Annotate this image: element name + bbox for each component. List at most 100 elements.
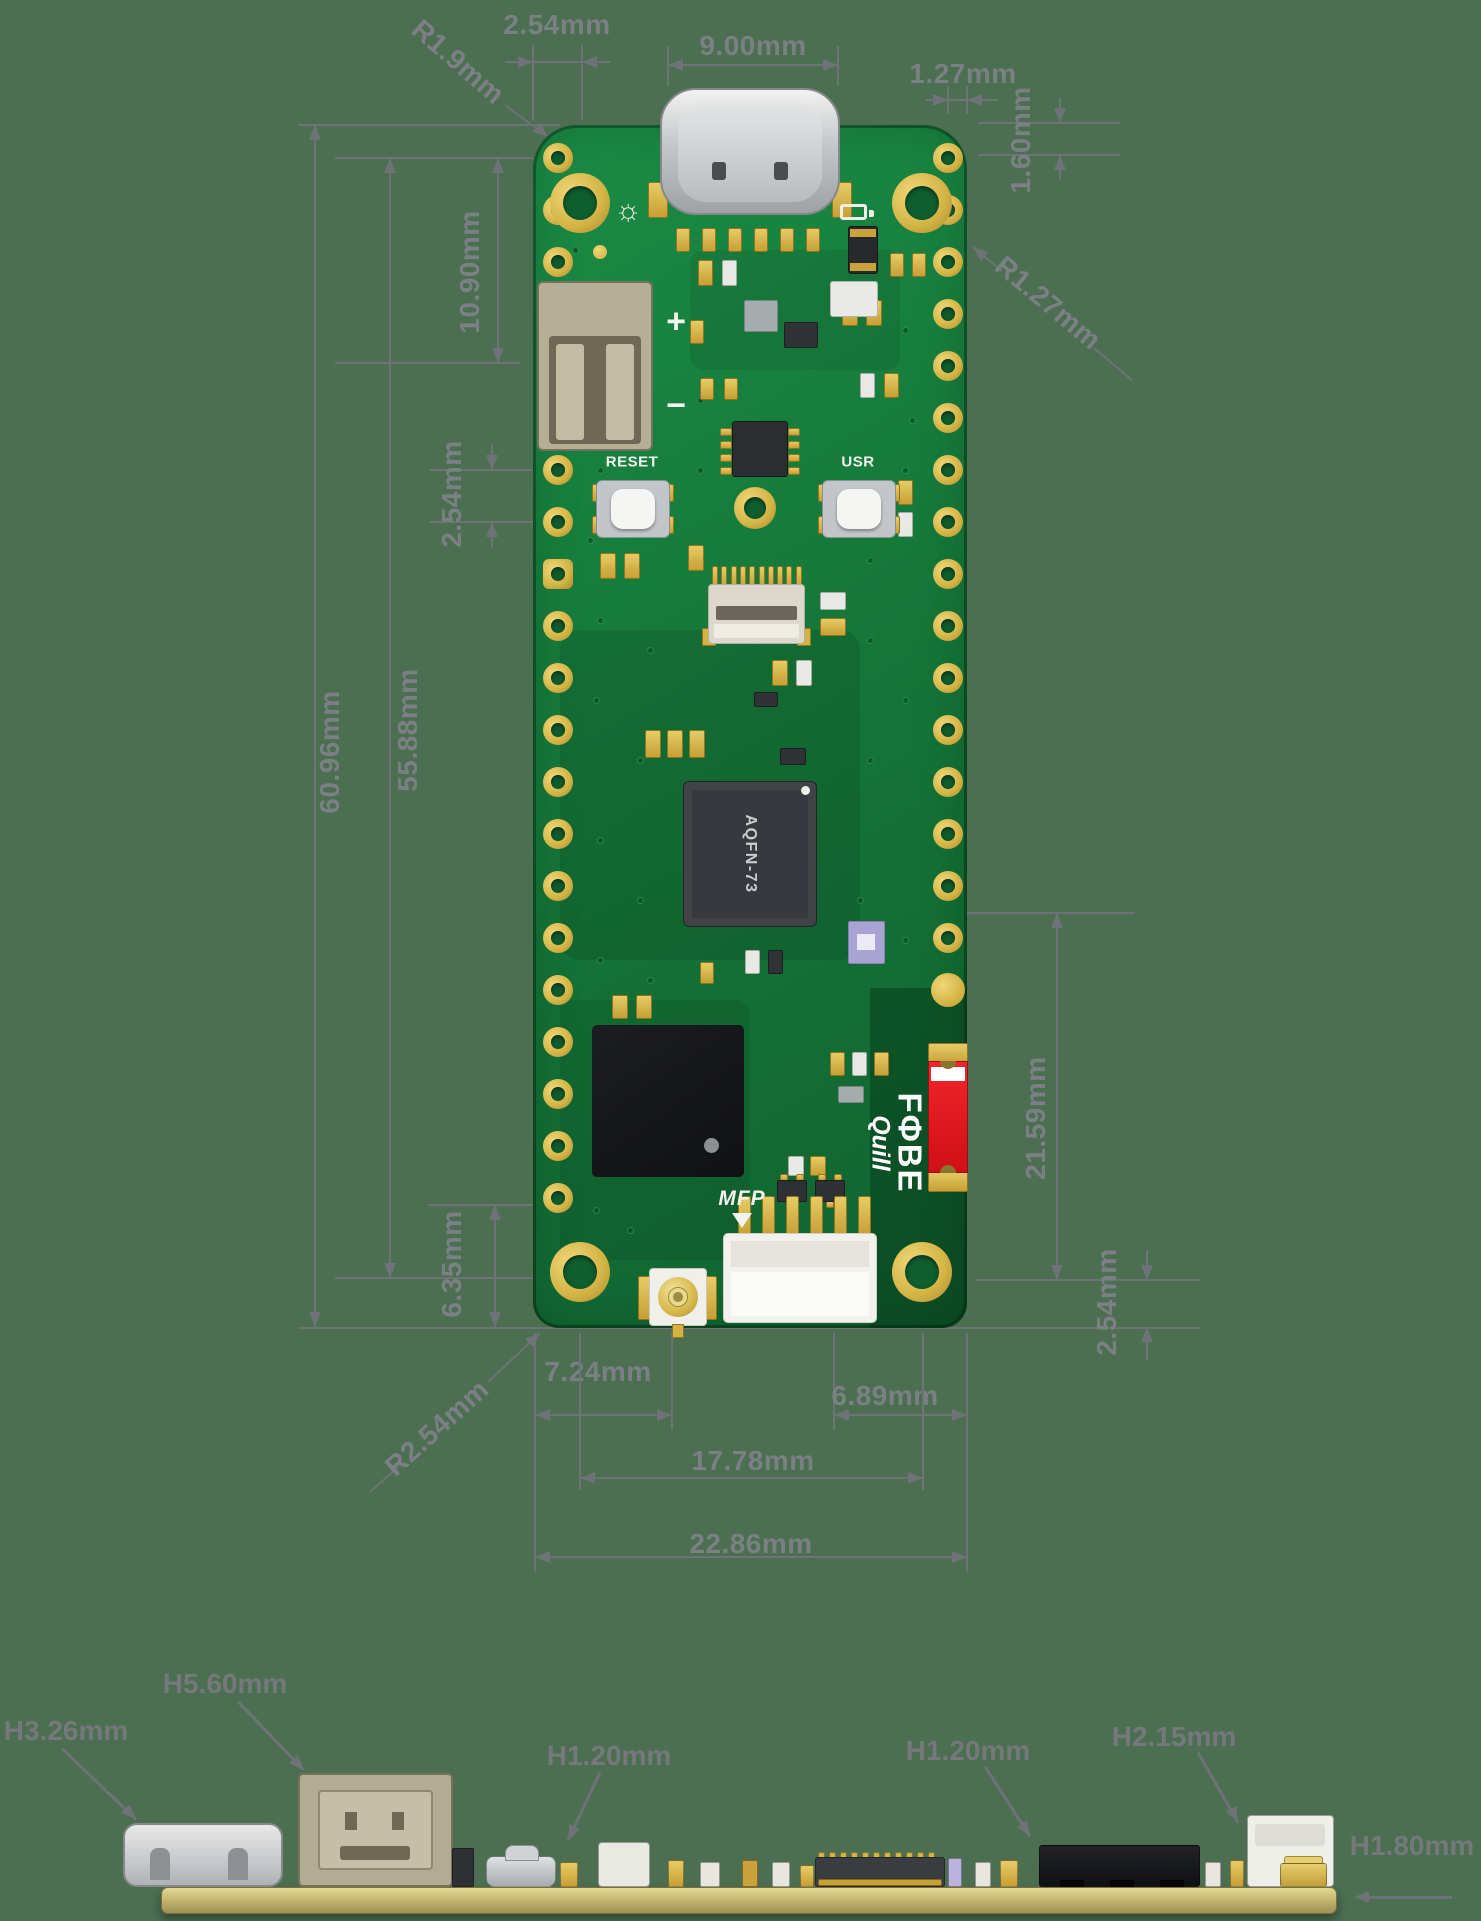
smd-component (667, 730, 683, 758)
side-component (1060, 1880, 1084, 1887)
logo-primary: FΦBE (891, 1092, 929, 1194)
battery-icon-tip (869, 210, 874, 217)
smd-component (754, 692, 778, 707)
via (909, 417, 916, 424)
via (637, 897, 644, 904)
dimension-label: H1.20mm (546, 1740, 672, 1771)
led-notch (940, 1165, 956, 1173)
pad-hole (941, 359, 955, 373)
dimension-arrow (952, 1551, 967, 1563)
via (597, 957, 604, 964)
pad-hole (941, 723, 955, 737)
dimension-arrow (823, 59, 838, 71)
smd-component (788, 428, 800, 436)
smd-component (768, 950, 783, 974)
led-package-side (598, 1842, 650, 1887)
reset-button-label: RESET (605, 453, 659, 471)
dimension-line (298, 124, 560, 126)
smd-component (689, 730, 705, 758)
regulator-ic (732, 421, 788, 477)
dimension-line (978, 122, 1120, 124)
dimension-label: 6.89mm (831, 1380, 939, 1411)
via (572, 247, 579, 254)
pad-hole (551, 827, 565, 841)
dimension-line (335, 1277, 545, 1279)
side-component (818, 1879, 942, 1886)
via (593, 697, 600, 704)
usr-button-label: USR (841, 453, 875, 471)
sun-icon: ☼ (614, 194, 642, 227)
usb-c-contact (712, 162, 726, 180)
dimension-line (505, 61, 610, 63)
dimension-label: H1.80mm (1349, 1830, 1475, 1861)
jst-connector-face (731, 1241, 869, 1267)
smd-component (820, 618, 846, 636)
side-component (948, 1858, 962, 1887)
led-notch (940, 1061, 956, 1069)
pad-hole (905, 1255, 939, 1289)
ufl-side (1280, 1863, 1327, 1887)
via (647, 647, 654, 654)
pad-hole (941, 775, 955, 789)
smd-component (720, 428, 732, 436)
dimension-label: 22.86mm (689, 1528, 813, 1559)
dimension-line (335, 157, 533, 159)
usb-c-cavity (678, 102, 822, 202)
via (647, 977, 654, 984)
dimension-line (430, 469, 556, 471)
smd-component (744, 300, 778, 332)
pad-hole (563, 1255, 597, 1289)
pad-hole (551, 255, 565, 269)
diode-band (850, 229, 876, 237)
side-component (975, 1862, 991, 1887)
smd-component (636, 995, 652, 1019)
smd-component (720, 441, 732, 449)
pad-hole (551, 775, 565, 789)
smd-component (700, 378, 714, 400)
usb-c-side-slot (150, 1848, 170, 1880)
diode-band (850, 263, 876, 271)
smd-component (890, 253, 904, 277)
battery-connector-pin (556, 344, 584, 440)
dimension-arrow (908, 1472, 923, 1484)
dimension-line (925, 99, 998, 101)
side-component (772, 1862, 790, 1887)
pad-hole (551, 879, 565, 893)
dimension-line (834, 1414, 967, 1416)
smd-component (780, 228, 794, 252)
dimension-label: H3.26mm (3, 1715, 129, 1746)
usb-c-side-slot (228, 1848, 248, 1880)
dimension-line (535, 1414, 672, 1416)
dimension-line (978, 154, 1120, 156)
fpc-slot (716, 606, 797, 620)
pad-hole (551, 1191, 565, 1205)
smd-component (724, 378, 738, 400)
pad-hole (941, 515, 955, 529)
side-component (560, 1862, 578, 1887)
smd-component (690, 320, 704, 344)
smd-component (722, 260, 737, 286)
dimension-line (1369, 1895, 1452, 1899)
smd-component (788, 467, 800, 475)
pad-hole (744, 497, 766, 519)
test-pad (931, 973, 965, 1007)
smd-component (772, 660, 788, 686)
battery-icon (840, 204, 874, 220)
via (637, 757, 644, 764)
smd-component (745, 950, 760, 974)
side-component (1110, 1880, 1134, 1887)
battery-face-slot (392, 1812, 404, 1830)
side-component (800, 1865, 814, 1887)
jst-connector-body (731, 1272, 869, 1316)
pad-hole (551, 1035, 565, 1049)
crystal-window (857, 934, 875, 950)
pad-hole (551, 463, 565, 477)
via (597, 837, 604, 844)
pad-hole (941, 151, 955, 165)
smd-component (754, 228, 768, 252)
pad-hole (941, 619, 955, 633)
smd-component (698, 260, 713, 286)
via (867, 637, 874, 644)
side-component (668, 1860, 684, 1887)
